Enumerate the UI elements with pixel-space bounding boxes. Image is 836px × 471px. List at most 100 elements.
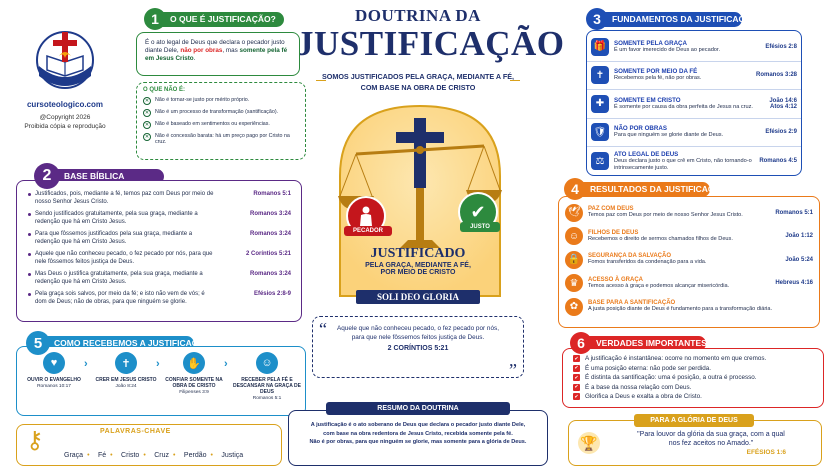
sec2-title: BASE BÍBLICA xyxy=(54,168,164,184)
gloria-text-block: "Para louvor da glória da sua graça, com… xyxy=(606,430,816,457)
subtitle-block: SOMOS JUSTIFICADOS PELA GRAÇA, MEDIANTE … xyxy=(310,72,526,93)
bible-text: Justificados, pois, mediante a fé, temos… xyxy=(27,191,217,206)
keyword: Justiça xyxy=(221,452,244,459)
logo-site: cursoteologico.com xyxy=(26,100,103,109)
quote-ref: 2 CORÍNTIOS 5:21 xyxy=(387,345,449,352)
heart-icon: ♥ xyxy=(43,352,65,374)
logo-icon xyxy=(36,31,94,89)
resumo-text3: Não é por obras, para que ninguém se glo… xyxy=(309,439,527,445)
nao-item: ✕Não é um processo de transformação (san… xyxy=(143,109,279,117)
crown-icon: ♛ xyxy=(565,274,583,293)
sec6-header: 6 VERDADES IMPORTANTES xyxy=(570,332,707,354)
bible-ref: Romanos 3:24 xyxy=(249,271,291,277)
sec2-header: 2 BASE BÍBLICA xyxy=(34,163,164,189)
justified-title: JUSTIFICADO xyxy=(370,246,466,261)
subtitle-ornament-right xyxy=(510,80,520,81)
sec6-number: 6 xyxy=(570,332,592,354)
chevron-right-icon: › xyxy=(84,358,88,370)
gloria-text1: "Para louvor da glória da sua graça, com… xyxy=(637,431,785,438)
quote-open-icon: “ xyxy=(319,319,327,339)
subtitle-line1: SOMOS JUSTIFICADOS PELA GRAÇA, MEDIANTE … xyxy=(321,72,515,81)
bible-ref: Romanos 5:1 xyxy=(253,191,291,197)
sec1-def-b: não por obras xyxy=(180,47,223,54)
sec1-def-d: somente pela fé em Jesus Cristo xyxy=(145,47,288,62)
keyword: Perdão xyxy=(183,452,207,459)
check-icon: ✔ xyxy=(573,364,580,372)
family-icon: ☺ xyxy=(565,227,583,246)
notice-text: Proibida cópia e reprodução xyxy=(24,123,106,130)
keyword: Graça xyxy=(64,452,84,459)
keywords-title: PALAVRAS-CHAVE xyxy=(100,428,171,435)
justified-sub2: POR MEIO DE CRISTO xyxy=(380,269,456,276)
cross-icon: ✝ xyxy=(115,352,137,374)
keyword: Fé xyxy=(97,452,107,459)
bible-item: Aquele que não conheceu pecado, o fez pe… xyxy=(27,251,291,266)
bible-ref: 2 Coríntios 5:21 xyxy=(245,251,291,257)
truth-item: ✔É distinta da santificação: uma é posiç… xyxy=(573,374,757,382)
logo-block: cursoteologico.com @Copyright 2026 Proib… xyxy=(10,26,120,136)
growth-icon: ✿ xyxy=(565,297,583,316)
cross-icon: ✝ xyxy=(591,66,609,85)
gift-icon: 🎁 xyxy=(591,37,609,56)
justified-block: JUSTIFICADO PELA GRAÇA, MEDIANTE A FÉ, P… xyxy=(340,246,496,276)
sec1-header: 1 O QUE É JUSTIFICAÇÃO? xyxy=(144,8,284,30)
truth-item: ✔A justificação é instantânea: ocorre no… xyxy=(573,355,767,362)
quote-close-icon: ” xyxy=(509,360,517,380)
bible-text: Sendo justificados gratuitamente, pela s… xyxy=(27,211,217,226)
check-icon: ✔ xyxy=(573,374,580,382)
keyword: Cristo xyxy=(121,452,140,459)
nao-item: ✕Não é baseado em sentimentos ou experiê… xyxy=(143,121,270,129)
x-icon: ✕ xyxy=(143,109,151,117)
person-arms-up-icon: ☺ xyxy=(256,352,278,374)
chevron-right-icon: › xyxy=(156,358,160,370)
copyright-text: @Copyright 2026 xyxy=(39,114,91,121)
subtitle-line2: COM BASE NA OBRA DE CRISTO xyxy=(360,82,476,92)
subtitle-ornament-left xyxy=(316,80,326,81)
resumo-title: RESUMO DA DOUTRINA xyxy=(326,402,510,415)
scale-left-label: PECADOR xyxy=(344,226,392,236)
sec1-definition-card: É o ato legal de Deus que declara o peca… xyxy=(136,32,300,76)
bible-item: Para que fôssemos justificados pela sua … xyxy=(27,231,291,246)
sec3-number: 3 xyxy=(586,8,608,30)
resumo-text2: com base na obra redentora de Jesus Cris… xyxy=(323,430,513,437)
keyword: Cruz xyxy=(154,452,170,459)
x-icon: ✕ xyxy=(143,97,151,105)
nao-item: ✕Não é tornar-se justo por mérito própri… xyxy=(143,97,250,105)
sec3-header: 3 FUNDAMENTOS DA JUSTIFICAÇÃO xyxy=(586,8,757,30)
sec5-number: 5 xyxy=(26,331,50,355)
sec4-header: 4 RESULTADOS DA JUSTIFICAÇÃO xyxy=(564,178,727,200)
sec1-nao-title: O QUE NÃO É: xyxy=(143,87,186,93)
christ-icon: ✚ xyxy=(591,94,609,113)
justified-sub1: PELA GRAÇA, MEDIANTE A FÉ, xyxy=(365,262,471,269)
x-icon: ✕ xyxy=(143,121,151,129)
nao-item: ✕Não é concessão barata: há um preço pag… xyxy=(143,133,290,146)
sec1-def-a: É o ato legal de Deus que declara o peca… xyxy=(145,39,285,54)
bible-text: Aquele que não conheceu pecado, o fez pe… xyxy=(27,251,217,266)
check-icon: ✔ xyxy=(470,201,486,222)
sec3-title: FUNDAMENTOS DA JUSTIFICAÇÃO xyxy=(602,11,757,27)
keywords-list: Graça• Fé• Cristo• Cruz• Perdão• Justiça xyxy=(64,452,244,459)
sec1-title: O QUE É JUSTIFICAÇÃO? xyxy=(160,11,284,27)
check-icon: ✔ xyxy=(573,393,580,401)
bible-list: Justificados, pois, mediante a fé, temos… xyxy=(27,191,291,306)
scale-right-label: JUSTO xyxy=(460,222,500,232)
soli-deo-banner: SOLI DEO GLORIA xyxy=(356,290,480,304)
key-icon: ⚷ xyxy=(26,427,44,454)
sec1-nao-card: O QUE NÃO É: ✕Não é tornar-se justo por … xyxy=(136,82,306,160)
bible-item: Mas Deus o justifica gratuitamente, pela… xyxy=(27,271,291,286)
gloria-text2: nos fez aceitos no Amado." xyxy=(668,440,754,447)
sec4-number: 4 xyxy=(564,178,586,200)
dove-icon: 🕊 xyxy=(565,203,583,222)
bible-ref: Romanos 3:24 xyxy=(249,211,291,217)
